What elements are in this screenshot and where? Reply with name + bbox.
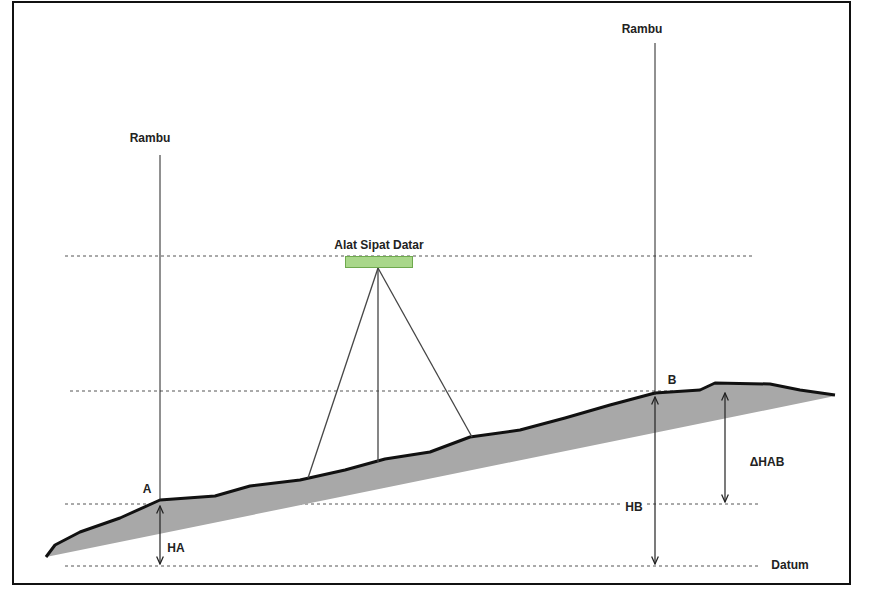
instrument-label: Alat Sipat Datar bbox=[332, 238, 425, 252]
terrain-line bbox=[46, 383, 835, 557]
height-difference-label: ΔHAB bbox=[748, 456, 787, 469]
height-label: HA bbox=[165, 542, 186, 555]
height-label: HB bbox=[623, 501, 644, 514]
ground-fill bbox=[46, 383, 835, 557]
leveling-instrument: Alat Sipat Datar bbox=[332, 235, 425, 268]
point-label: A bbox=[141, 483, 154, 496]
height-arrows bbox=[160, 393, 725, 564]
point-label: B bbox=[666, 374, 679, 387]
tripod bbox=[308, 268, 472, 478]
instrument-body bbox=[345, 256, 413, 268]
frame bbox=[13, 2, 850, 584]
staff-label: Rambu bbox=[128, 132, 173, 145]
staff-label: Rambu bbox=[620, 23, 665, 36]
datum-label: Datum bbox=[769, 559, 810, 572]
staffs bbox=[160, 43, 655, 500]
